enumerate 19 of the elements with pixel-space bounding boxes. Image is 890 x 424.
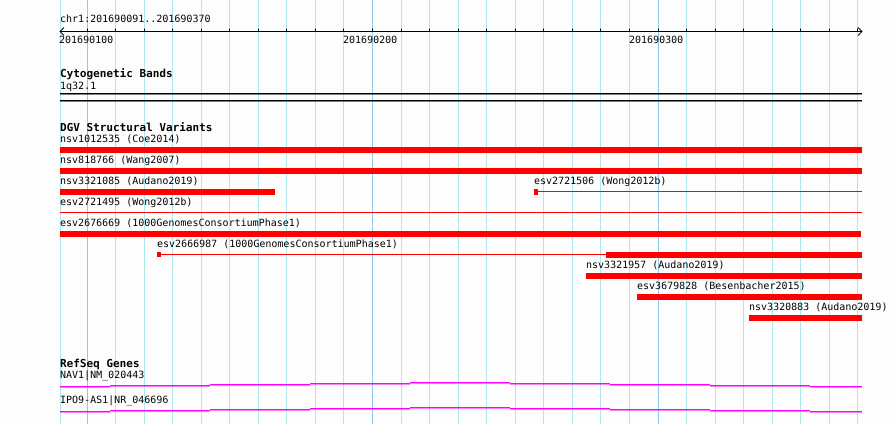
- axis-tick-label: 201690300: [629, 35, 684, 46]
- feature-label: IPO9-AS1|NR_046696: [60, 395, 168, 406]
- feature-label: esv2721506 (Wong2012b): [534, 176, 666, 187]
- feature-label: esv2676669 (1000GenomesConsortiumPhase1): [60, 218, 301, 229]
- feature-label: 1q32.1: [60, 81, 96, 92]
- feature-label: esv2666987 (1000GenomesConsortiumPhase1): [157, 239, 398, 250]
- feature-label: esv3679828 (Besenbacher2015): [637, 281, 806, 292]
- feature-label: nsv3320883 (Audano2019): [749, 302, 888, 313]
- feature-label: NAV1|NM_020443: [60, 370, 144, 381]
- axis-tick-label: 201690100: [59, 35, 114, 46]
- feature-label: nsv3321957 (Audano2019): [586, 260, 724, 271]
- feature-label: nsv3321085 (Audano2019): [60, 176, 198, 187]
- feature-label: nsv818766 (Wang2007): [60, 155, 180, 166]
- axis-tick-label: 201690200: [343, 35, 398, 46]
- feature-label: nsv1012535 (Coe2014): [60, 134, 180, 145]
- feature-label: esv2721495 (Wong2012b): [60, 197, 192, 208]
- track-title: DGV Structural Variants: [60, 122, 212, 133]
- track-title: RefSeq Genes: [60, 358, 140, 369]
- location-label: chr1:201690091..201690370: [60, 14, 211, 25]
